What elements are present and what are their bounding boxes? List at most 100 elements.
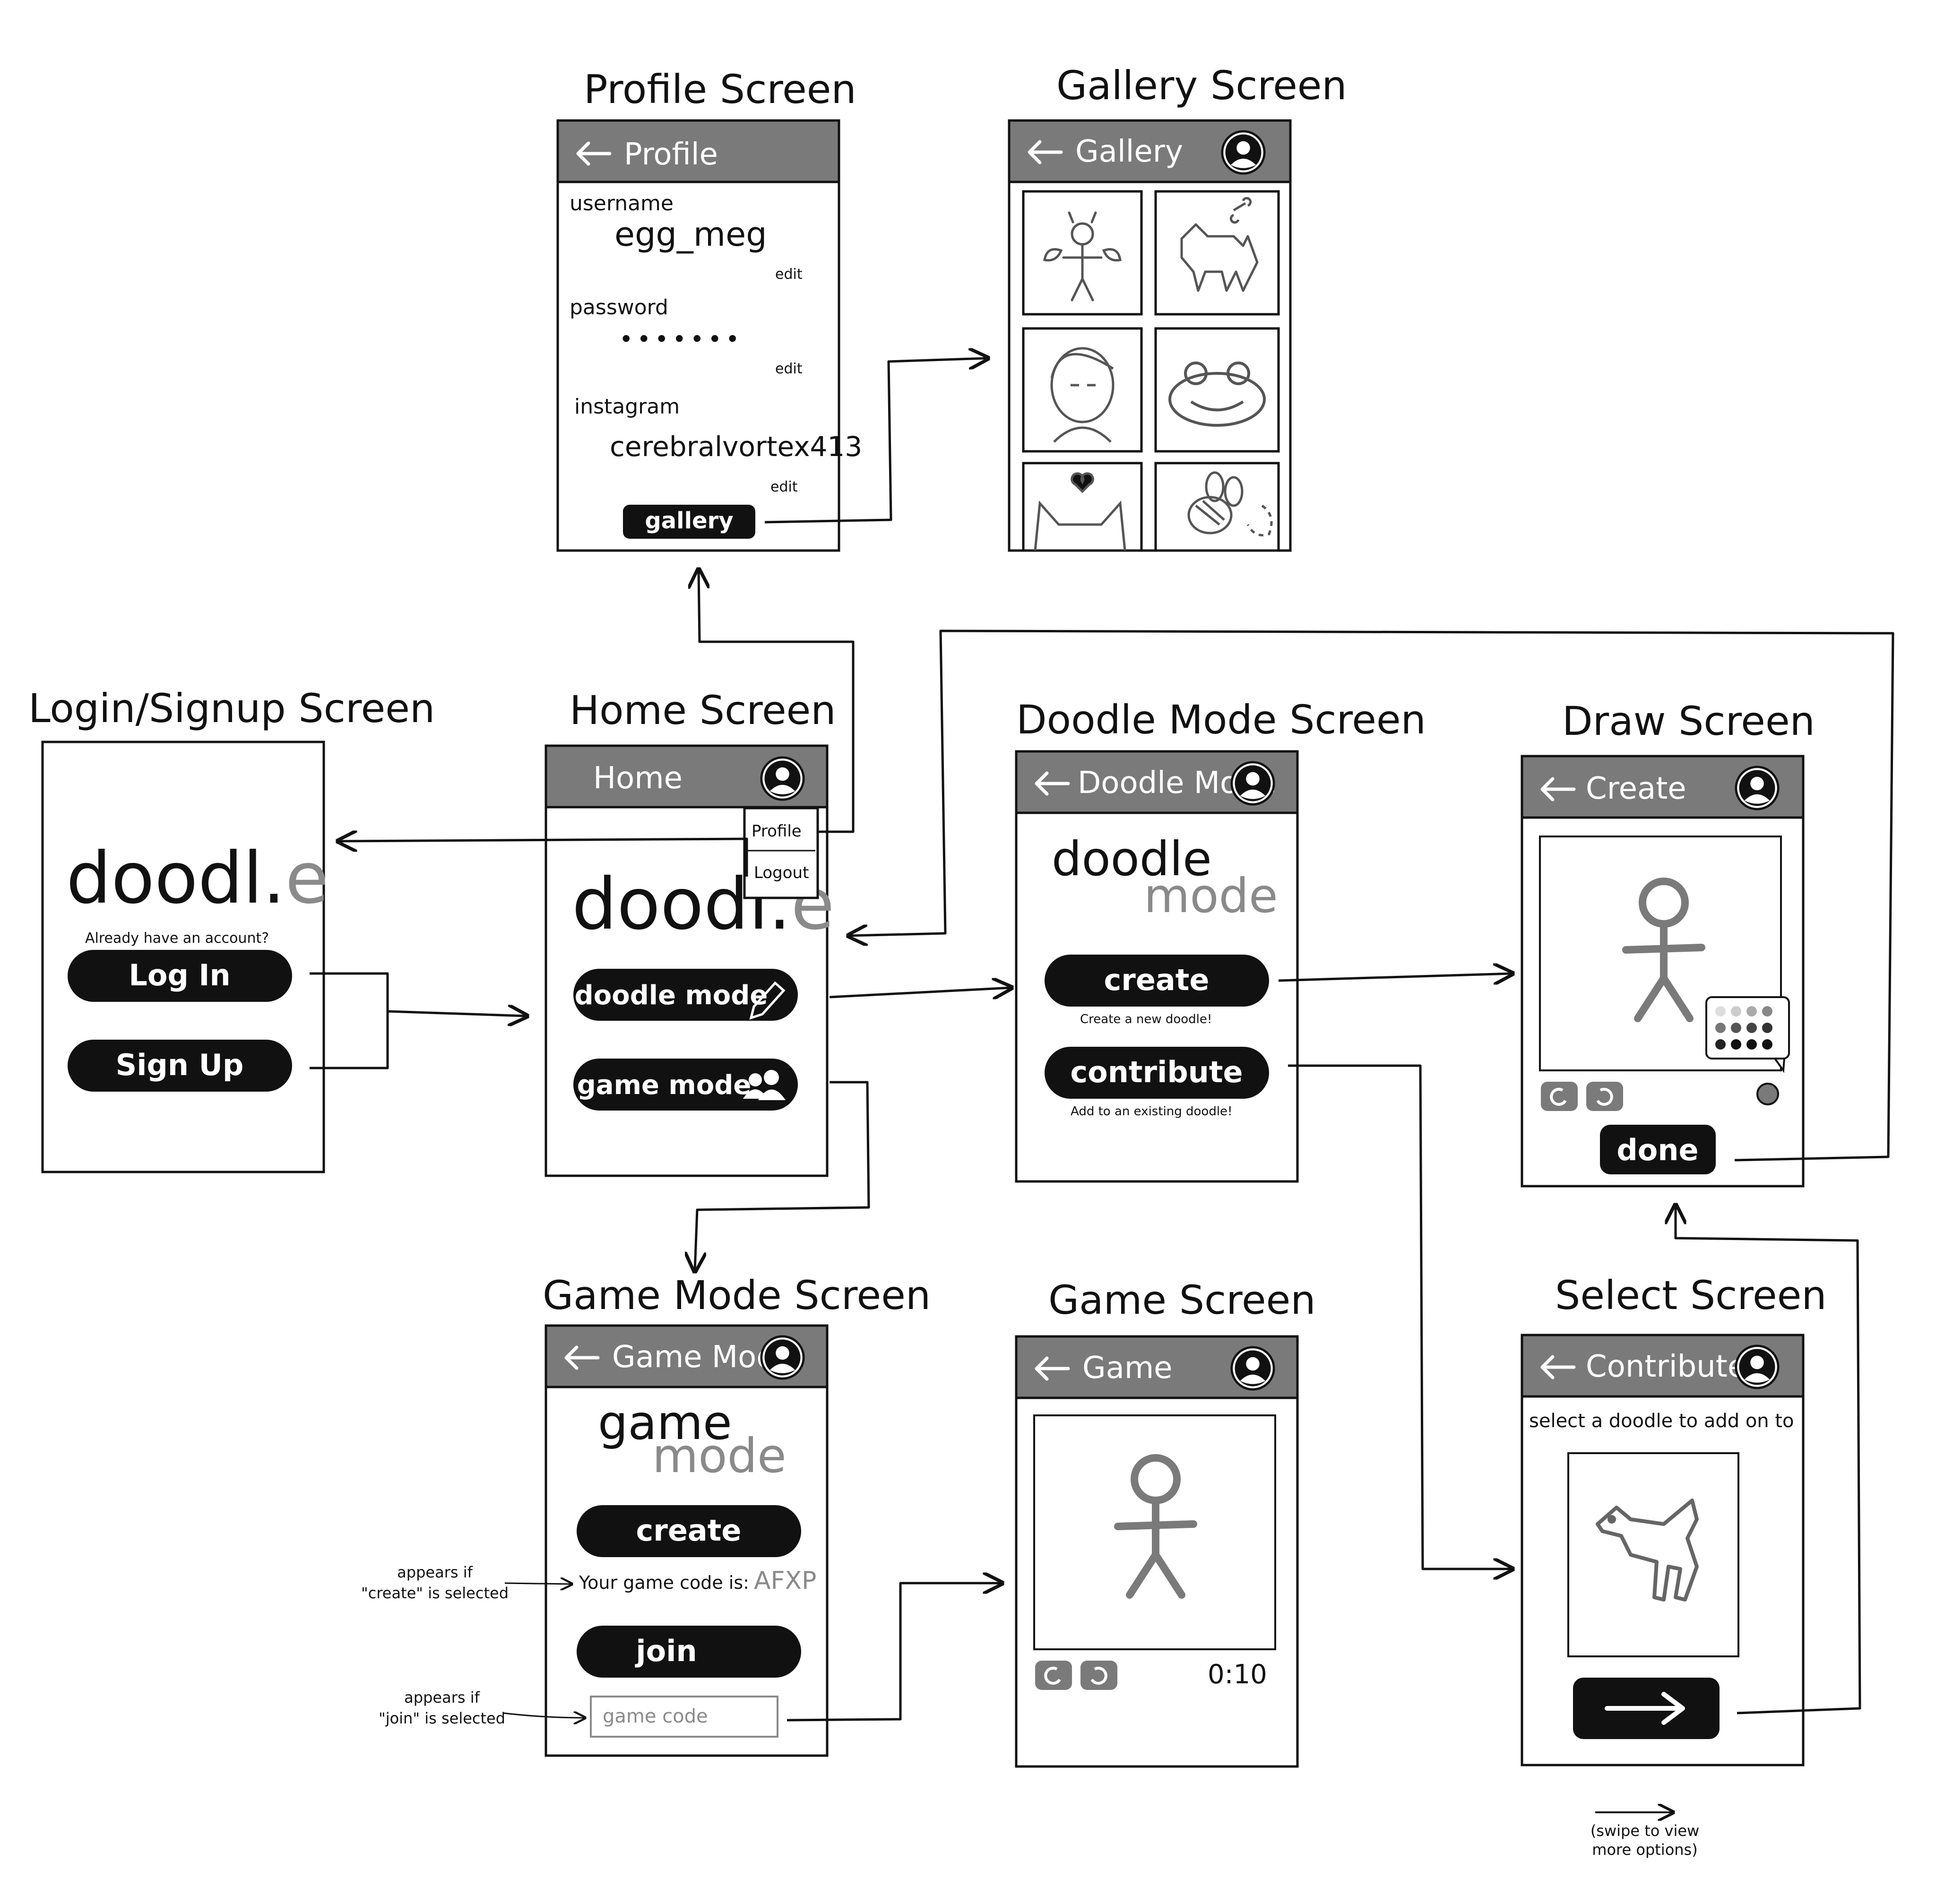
username-value: egg_meg: [614, 215, 767, 254]
gallery-thumb-portrait[interactable]: [1022, 327, 1143, 453]
game-timer: 0:10: [1208, 1659, 1267, 1690]
profile-screen-title: Profile Screen: [584, 66, 856, 112]
game-header: Game: [1082, 1351, 1173, 1386]
doodle-create-button[interactable]: create: [1045, 955, 1269, 1007]
doodle-mode-screen: Doodle Mode doodle mode create Create a …: [1015, 750, 1299, 1183]
swipe-note-line2: more options): [1592, 1841, 1697, 1859]
doodle-candidate-card[interactable]: [1567, 1452, 1739, 1657]
password-edit-link[interactable]: edit: [775, 361, 803, 377]
login-button-label: Log In: [129, 958, 230, 992]
connector-note-create: [504, 1583, 572, 1584]
avatar-icon[interactable]: [1222, 131, 1264, 173]
username-edit-link[interactable]: edit: [775, 266, 803, 283]
game-screen: Game 0:10: [1015, 1335, 1299, 1768]
connector-doodle-to-select: [1288, 1064, 1512, 1569]
join-button-label: join: [634, 1634, 697, 1668]
already-account-text: Already have an account?: [85, 930, 269, 947]
draw-header: Create: [1586, 771, 1686, 806]
select-instruction: select a doodle to add on to: [1529, 1410, 1794, 1432]
login-button[interactable]: Log In: [68, 950, 292, 1002]
arrow-right-icon: [1605, 1692, 1685, 1725]
doodle-title-line1: doodle: [1052, 831, 1212, 887]
next-arrow-button[interactable]: [1573, 1678, 1720, 1739]
connector-home-to-gamemode: [695, 1081, 870, 1271]
connector-home-to-doodle: [829, 988, 1011, 997]
doodle-create-button-label: create: [1104, 963, 1210, 997]
connector-logout-to-login: [338, 839, 748, 877]
avatar-icon[interactable]: [1232, 762, 1274, 804]
avatar-icon[interactable]: [761, 1336, 804, 1378]
connector-note-join: [503, 1713, 585, 1718]
swipe-note-line1: (swipe to view: [1590, 1822, 1699, 1840]
connector-login-signup-bracket: [310, 972, 389, 1069]
current-color-indicator[interactable]: [1756, 1083, 1779, 1105]
connector-home-to-profile: [699, 569, 855, 833]
gallery-button-label: gallery: [645, 508, 733, 534]
draw-screen-title: Draw Screen: [1562, 698, 1815, 744]
menu-item-logout[interactable]: Logout: [754, 863, 809, 882]
select-header: Contribute: [1586, 1349, 1746, 1384]
login-screen-title: Login/Signup Screen: [28, 685, 435, 732]
connector-select-to-draw: [1676, 1205, 1861, 1714]
connector-gamemode-to-game: [786, 1583, 1002, 1722]
game-mode-button-label: game mode: [577, 1070, 752, 1101]
avatar-icon[interactable]: [1736, 1346, 1778, 1388]
gamemode-screen-title: Game Mode Screen: [543, 1272, 931, 1318]
gallery-thumb-frog[interactable]: [1154, 327, 1280, 453]
note-join-line2: "join" is selected: [379, 1709, 505, 1727]
game-code-label: Your game code is:AFXP: [579, 1567, 816, 1595]
signup-button-label: Sign Up: [116, 1048, 244, 1082]
password-value: •••••••: [619, 326, 743, 353]
avatar-icon[interactable]: [761, 758, 804, 800]
gamemode-title-line1: game: [598, 1395, 732, 1450]
gallery-button[interactable]: gallery: [623, 505, 755, 539]
game-create-button[interactable]: create: [577, 1505, 801, 1557]
contribute-subtext: Add to an existing doodle!: [1071, 1104, 1232, 1119]
contribute-button[interactable]: contribute: [1045, 1047, 1269, 1099]
gallery-thumb-bee[interactable]: [1154, 462, 1280, 552]
note-create-line1: appears if: [397, 1563, 473, 1581]
avatar-icon[interactable]: [1736, 767, 1778, 809]
gamemode-title-line2: mode: [652, 1428, 786, 1483]
doodle-title-line2: mode: [1144, 868, 1278, 923]
gallery-thumb-dog[interactable]: [1154, 190, 1280, 316]
doodle-mode-button-label: doodle mode: [575, 980, 768, 1011]
instagram-edit-link[interactable]: edit: [770, 479, 798, 495]
group-icon: [743, 1070, 786, 1100]
home-screen: Home doodl.e Profile Logout doodle mode …: [544, 744, 835, 1177]
done-button[interactable]: done: [1600, 1125, 1716, 1174]
note-create-line2: "create" is selected: [361, 1584, 509, 1602]
done-button-label: done: [1616, 1133, 1698, 1167]
signup-button[interactable]: Sign Up: [68, 1040, 292, 1092]
login-logo: doodl.e: [66, 837, 329, 920]
game-mode-screen: Game Mode game mode create Your game cod…: [361, 1324, 829, 1757]
join-button[interactable]: join: [577, 1626, 801, 1678]
avatar-icon[interactable]: [1232, 1347, 1274, 1389]
game-screen-title: Game Screen: [1048, 1277, 1316, 1323]
game-code-input[interactable]: game code: [590, 1696, 778, 1738]
instagram-label: instagram: [574, 395, 680, 419]
profile-dropdown-menu: Profile Logout: [743, 807, 819, 899]
gallery-thumb-cat[interactable]: [1022, 462, 1143, 552]
menu-item-profile[interactable]: Profile: [752, 822, 802, 841]
draw-screen: Create done: [1521, 755, 1805, 1188]
game-create-button-label: create: [636, 1513, 742, 1548]
gallery-screen-title: Gallery Screen: [1056, 62, 1347, 109]
home-header: Home: [593, 761, 683, 796]
home-screen-title: Home Screen: [570, 687, 836, 733]
game-code-placeholder: game code: [603, 1706, 708, 1727]
gallery-header: Gallery: [1075, 134, 1183, 169]
doodle-mode-button[interactable]: doodle mode: [573, 969, 798, 1021]
game-mode-button[interactable]: game mode: [573, 1059, 798, 1111]
login-screen: doodl.e Already have an account? Log In …: [41, 741, 329, 1173]
connector-login-to-home: [387, 1011, 527, 1016]
gallery-thumb-angel[interactable]: [1022, 190, 1143, 316]
color-palette-popup[interactable]: [1705, 996, 1790, 1073]
profile-header: Profile: [624, 137, 718, 172]
password-label: password: [570, 295, 668, 319]
connector-doodle-to-draw: [1278, 974, 1512, 981]
create-subtext: Create a new doodle!: [1080, 1012, 1212, 1026]
connector-draw-to-home: [848, 629, 1894, 1162]
note-join-line1: appears if: [404, 1689, 480, 1706]
